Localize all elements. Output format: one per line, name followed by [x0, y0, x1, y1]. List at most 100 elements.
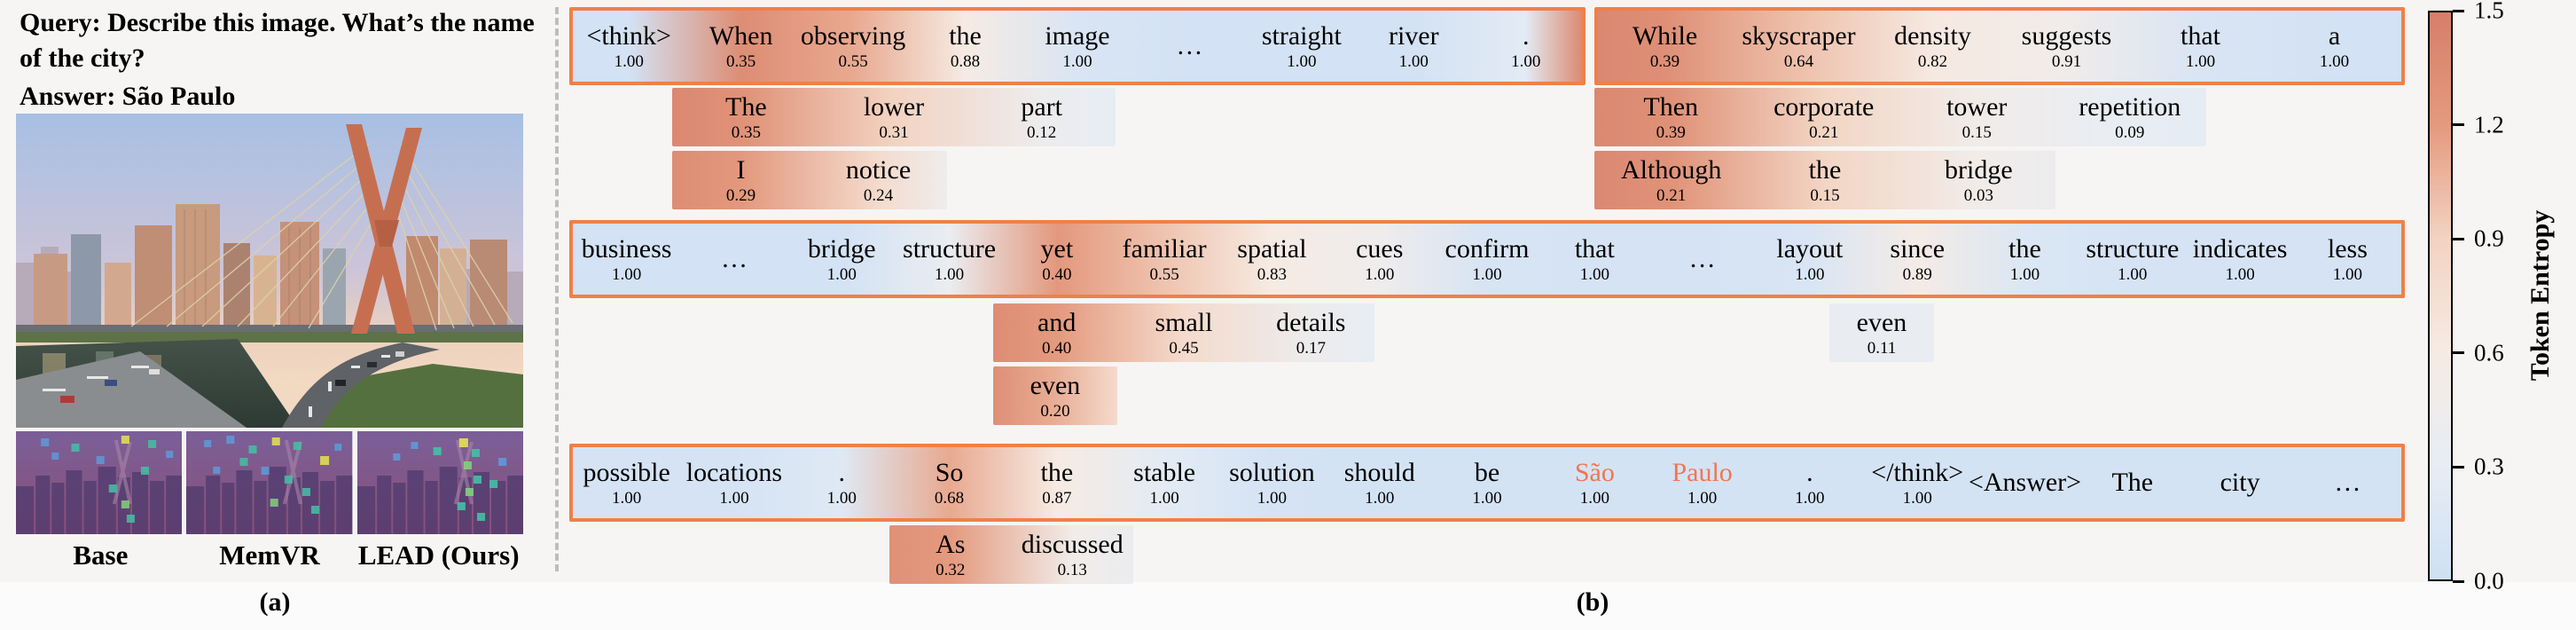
token-cell: .1.00	[788, 447, 896, 518]
token-text: should	[1343, 458, 1415, 488]
token-prob: 1.00	[2225, 264, 2255, 284]
token-cell: The	[2079, 447, 2186, 518]
token-prob: 1.00	[1257, 488, 1288, 508]
token-prob: 1.00	[1149, 488, 1179, 508]
token-cell: …	[2294, 447, 2401, 518]
token-prob: 0.82	[1917, 51, 1948, 71]
token-cell: <think>1.00	[573, 11, 685, 82]
colorbar-tick	[2453, 123, 2464, 127]
token-prob: 1.00	[612, 488, 642, 508]
token-prob: 1.00	[1365, 264, 1395, 284]
token-prob: 0.91	[2051, 51, 2082, 71]
token-text: bridge	[1945, 155, 2013, 185]
token-text: I	[736, 155, 746, 185]
token-cell: …	[680, 224, 787, 295]
token-text: since	[1890, 234, 1946, 264]
token-prob: 0.35	[726, 51, 756, 71]
city-photo	[16, 114, 523, 428]
token-prob: 0.40	[1042, 264, 1072, 284]
token-text: even	[1856, 308, 1907, 338]
token-text: The	[725, 92, 767, 122]
colorbar-tick-label: 0.6	[2474, 339, 2504, 366]
colorbar-title: Token Entropy	[2525, 209, 2555, 382]
token-cell: …	[1133, 11, 1245, 82]
token-prob: 0.45	[1169, 338, 1199, 358]
token-text: lower	[863, 92, 925, 122]
token-prob: 0.39	[1649, 51, 1680, 71]
token-text: business	[581, 234, 672, 264]
token-text: small	[1155, 308, 1213, 338]
token-text: the	[949, 21, 982, 51]
colorbar-tick	[2453, 9, 2464, 12]
sao-paulo-bridge-image	[16, 114, 523, 428]
method-label-memvr: MemVR	[219, 539, 320, 571]
token-text: observing	[800, 21, 906, 51]
colorbar-tick-label: 0.0	[2474, 567, 2504, 595]
token-prob: 0.35	[731, 122, 761, 142]
token-text: straight	[1261, 21, 1342, 51]
token-text: .	[838, 458, 845, 488]
token-text: part	[1021, 92, 1062, 122]
token-text: …	[1688, 244, 1716, 274]
token-text: locations	[685, 458, 783, 488]
token-prob: 0.29	[725, 185, 756, 205]
colorbar-tick	[2453, 579, 2464, 583]
colorbar-tick	[2453, 465, 2464, 469]
token-prob: 0.13	[1057, 560, 1087, 579]
token-prob: 1.00	[2319, 51, 2350, 71]
token-text: Then	[1643, 92, 1699, 122]
token-text: be	[1474, 458, 1500, 488]
token-cell: .1.00	[1470, 11, 1582, 82]
token-text: solution	[1229, 458, 1315, 488]
token-prob: 1.00	[2332, 264, 2363, 284]
token-text: .	[1522, 21, 1530, 51]
token-text: skyscraper	[1742, 21, 1856, 51]
token-prob: 1.00	[1511, 51, 1541, 71]
token-text: structure	[2086, 234, 2180, 264]
token-text: familiar	[1122, 234, 1207, 264]
token-prob: 0.68	[934, 488, 965, 508]
token-text: Although	[1620, 155, 1722, 185]
token-text: confirm	[1445, 234, 1530, 264]
token-prob: 1.00	[1365, 488, 1395, 508]
token-text: suggests	[2021, 21, 2112, 51]
token-prob: 1.00	[2009, 264, 2040, 284]
token-text: Paulo	[1672, 458, 1733, 488]
token-text: image	[1045, 21, 1110, 51]
token-prob: 0.88	[950, 51, 981, 71]
token-prob: 0.11	[1867, 338, 1897, 358]
token-prob: 1.00	[1579, 488, 1609, 508]
token-prob: 0.21	[1809, 122, 1839, 142]
token-text: the	[1808, 155, 1842, 185]
